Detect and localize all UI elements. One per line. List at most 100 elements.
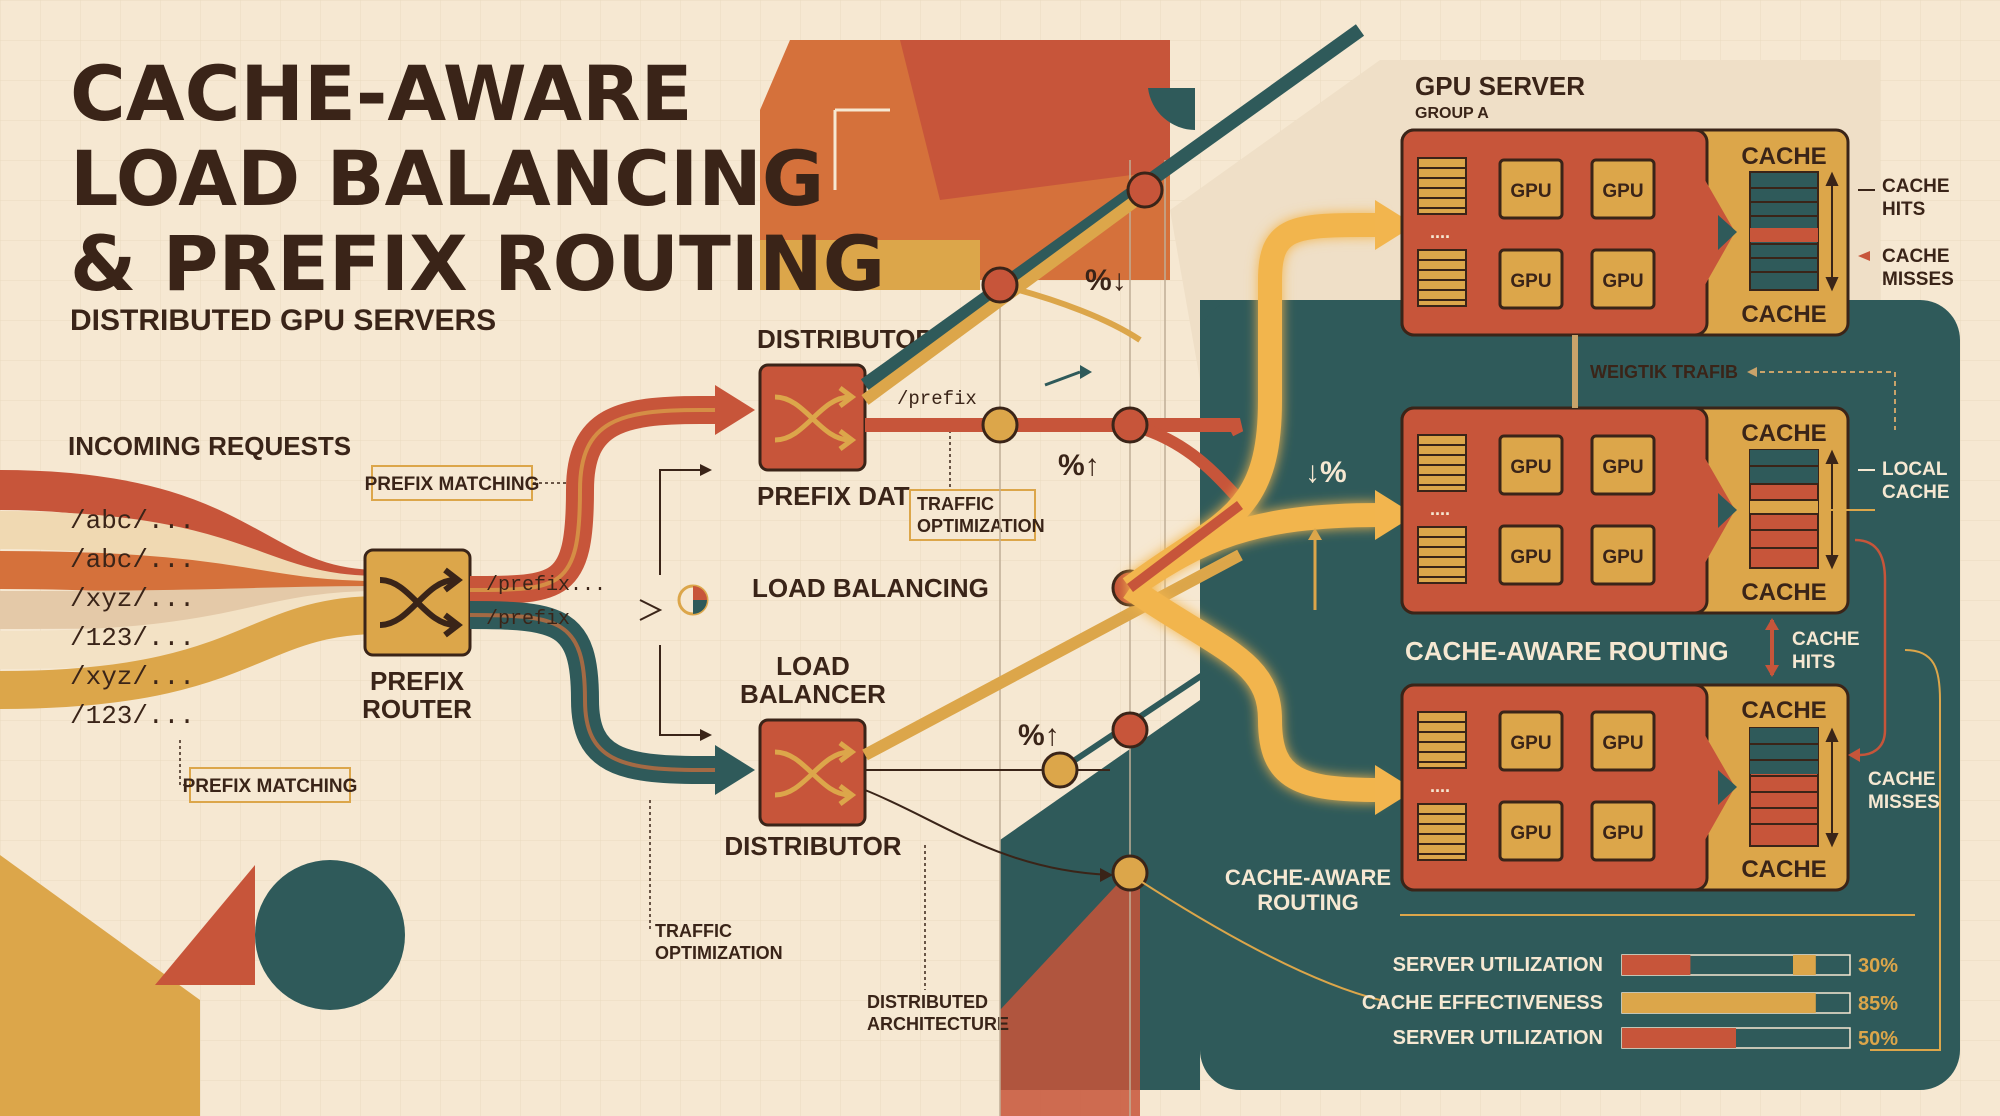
gpu-3a: GPU (1510, 733, 1551, 754)
route-lower-arrow (715, 745, 755, 795)
cache-hits-mid-2: HITS (1792, 652, 1835, 673)
node-bottom (1111, 854, 1149, 892)
gpu-2a: GPU (1510, 457, 1551, 478)
rack-dots-1: .... (1430, 222, 1450, 242)
title-line-2: LOAD BALANCING (70, 134, 824, 223)
gpu-chips (1498, 158, 1656, 862)
title-line-3: & PREFIX ROUTING (70, 219, 885, 308)
deco-mustard-block (760, 240, 980, 290)
node-upper (981, 266, 1019, 304)
distributor-top-sublabel: PREFIX DAT (757, 481, 910, 511)
percent-middle: %↑ (1058, 449, 1100, 482)
route-teal-long (860, 24, 1365, 391)
metric-value: 50% (1858, 1028, 1898, 1050)
rack-dots-2: .... (1430, 499, 1450, 519)
cache-label-2-top: CACHE (1741, 420, 1826, 447)
prefix-matching-tag-top (371, 465, 533, 501)
route-arrow-server-2 (1375, 490, 1415, 540)
route-arrow-server-1 (1375, 200, 1415, 250)
cache-aware-routing-small-2: ROUTING (1257, 890, 1358, 915)
local-cache-1: LOCAL (1882, 459, 1948, 480)
percent-right: ↓% (1305, 456, 1347, 489)
distributed-arch-line2: ARCHITECTURE (867, 1014, 1009, 1034)
load-balancing-label: LOAD BALANCING (752, 573, 989, 603)
distributed-arch-line1: DISTRIBUTED (867, 992, 988, 1012)
deco-bottom-triangle (155, 865, 255, 985)
request-5: /xyz/... (70, 662, 195, 692)
prefix-router-label-1: PREFIX (370, 666, 465, 696)
gpu-3d: GPU (1602, 823, 1643, 844)
deco-rust-bottom (1000, 860, 1140, 1116)
rack-stripes (1417, 157, 1467, 861)
metrics-panel: SERVER UTILIZATION 30% CACHE EFFECTIVENESS… (1362, 954, 1898, 1050)
prefix-matching-top-label: PREFIX MATCHING (365, 474, 540, 495)
subtitle: DISTRIBUTED GPU SERVERS (70, 304, 496, 337)
cache-aware-routing-main: CACHE-AWARE ROUTING (1405, 636, 1729, 666)
route-thin-lower (864, 789, 1111, 876)
shuffle-icon (774, 741, 857, 806)
cache-hits-top-2: HITS (1882, 199, 1925, 220)
metric-bar-accent (1793, 955, 1816, 975)
shuffle-icon (379, 567, 463, 638)
gpu-server-heading: GPU SERVER (1415, 71, 1585, 101)
traffic-opt-box-line2: OPTIMIZATION (917, 516, 1045, 536)
cache-label-3-top: CACHE (1741, 697, 1826, 724)
route-label-lower: /prefix (486, 608, 570, 631)
load-balancer-label-1: LOAD (776, 651, 850, 681)
cache-misses-top-2: MISSES (1882, 269, 1954, 290)
gpu-1a: GPU (1510, 181, 1551, 202)
prefix-router-label-2: ROUTER (362, 694, 472, 724)
deco-teal-circle (255, 860, 405, 1010)
gpu-1b: GPU (1602, 181, 1643, 202)
deco-bottom-mustard (0, 855, 200, 1116)
metric-label: SERVER UTILIZATION (1393, 954, 1603, 976)
shuffle-icon (774, 386, 857, 451)
node-lower-left (1041, 751, 1079, 789)
traffic-opt-bottom-line2: OPTIMIZATION (655, 943, 783, 963)
incoming-heading: INCOMING REQUESTS (68, 431, 351, 461)
deco-rust-block (900, 40, 1170, 200)
metric-bar-fill (1622, 993, 1816, 1013)
gpu-2d: GPU (1602, 547, 1643, 568)
title-line-1: CACHE-AWARE (70, 49, 693, 138)
prefix-matching-tag-bottom (189, 767, 351, 803)
traffic-opt-box-line1: TRAFFIC (917, 494, 994, 514)
percent-lower: %↑ (1018, 719, 1060, 752)
metric-value: 30% (1858, 955, 1898, 977)
gpu-3c: GPU (1510, 823, 1551, 844)
cache-hits-mid-1: CACHE (1792, 629, 1860, 650)
gpu-2b: GPU (1602, 457, 1643, 478)
teal-panel-extension (1000, 300, 1200, 1090)
node-top (1126, 171, 1164, 209)
load-balancer-label-2: BALANCER (740, 679, 886, 709)
route-upper-arrow (715, 385, 755, 435)
gpu-1d: GPU (1602, 271, 1643, 292)
cache-misses-bottom-1: CACHE (1868, 769, 1936, 790)
route-mustard-lower (862, 549, 1243, 761)
metric-label: SERVER UTILIZATION (1393, 1027, 1603, 1049)
percent-top: %↓ (1085, 264, 1127, 297)
cache-stacks (1749, 171, 1819, 847)
cache-aware-routing-small-1: CACHE-AWARE (1225, 865, 1391, 890)
gpu-server-group: GROUP A (1415, 105, 1489, 122)
route-label-mid: /prefix (897, 388, 977, 410)
request-6: /123/... (70, 701, 195, 731)
metric-label: CACHE EFFECTIVENESS (1362, 992, 1603, 1014)
metric-bar-fill (1622, 1028, 1736, 1048)
rack-dots-3: .... (1430, 776, 1450, 796)
cache-misses-bottom-2: MISSES (1868, 792, 1940, 813)
cache-label-1-top: CACHE (1741, 143, 1826, 170)
request-2: /abc/... (70, 545, 195, 575)
request-4: /123/... (70, 623, 195, 653)
cache-label-1-bottom: CACHE (1741, 301, 1826, 328)
weight-traffic-label: WEIGTIK TRAFIB (1590, 362, 1738, 382)
request-streams (0, 470, 381, 709)
node-mid-left (981, 406, 1019, 444)
prefix-matching-bottom-label: PREFIX MATCHING (183, 776, 358, 797)
traffic-opt-bottom-line1: TRAFFIC (655, 921, 732, 941)
gpu-2c: GPU (1510, 547, 1551, 568)
node-lower (1111, 711, 1149, 749)
deco-teal-quarter (1148, 88, 1195, 130)
